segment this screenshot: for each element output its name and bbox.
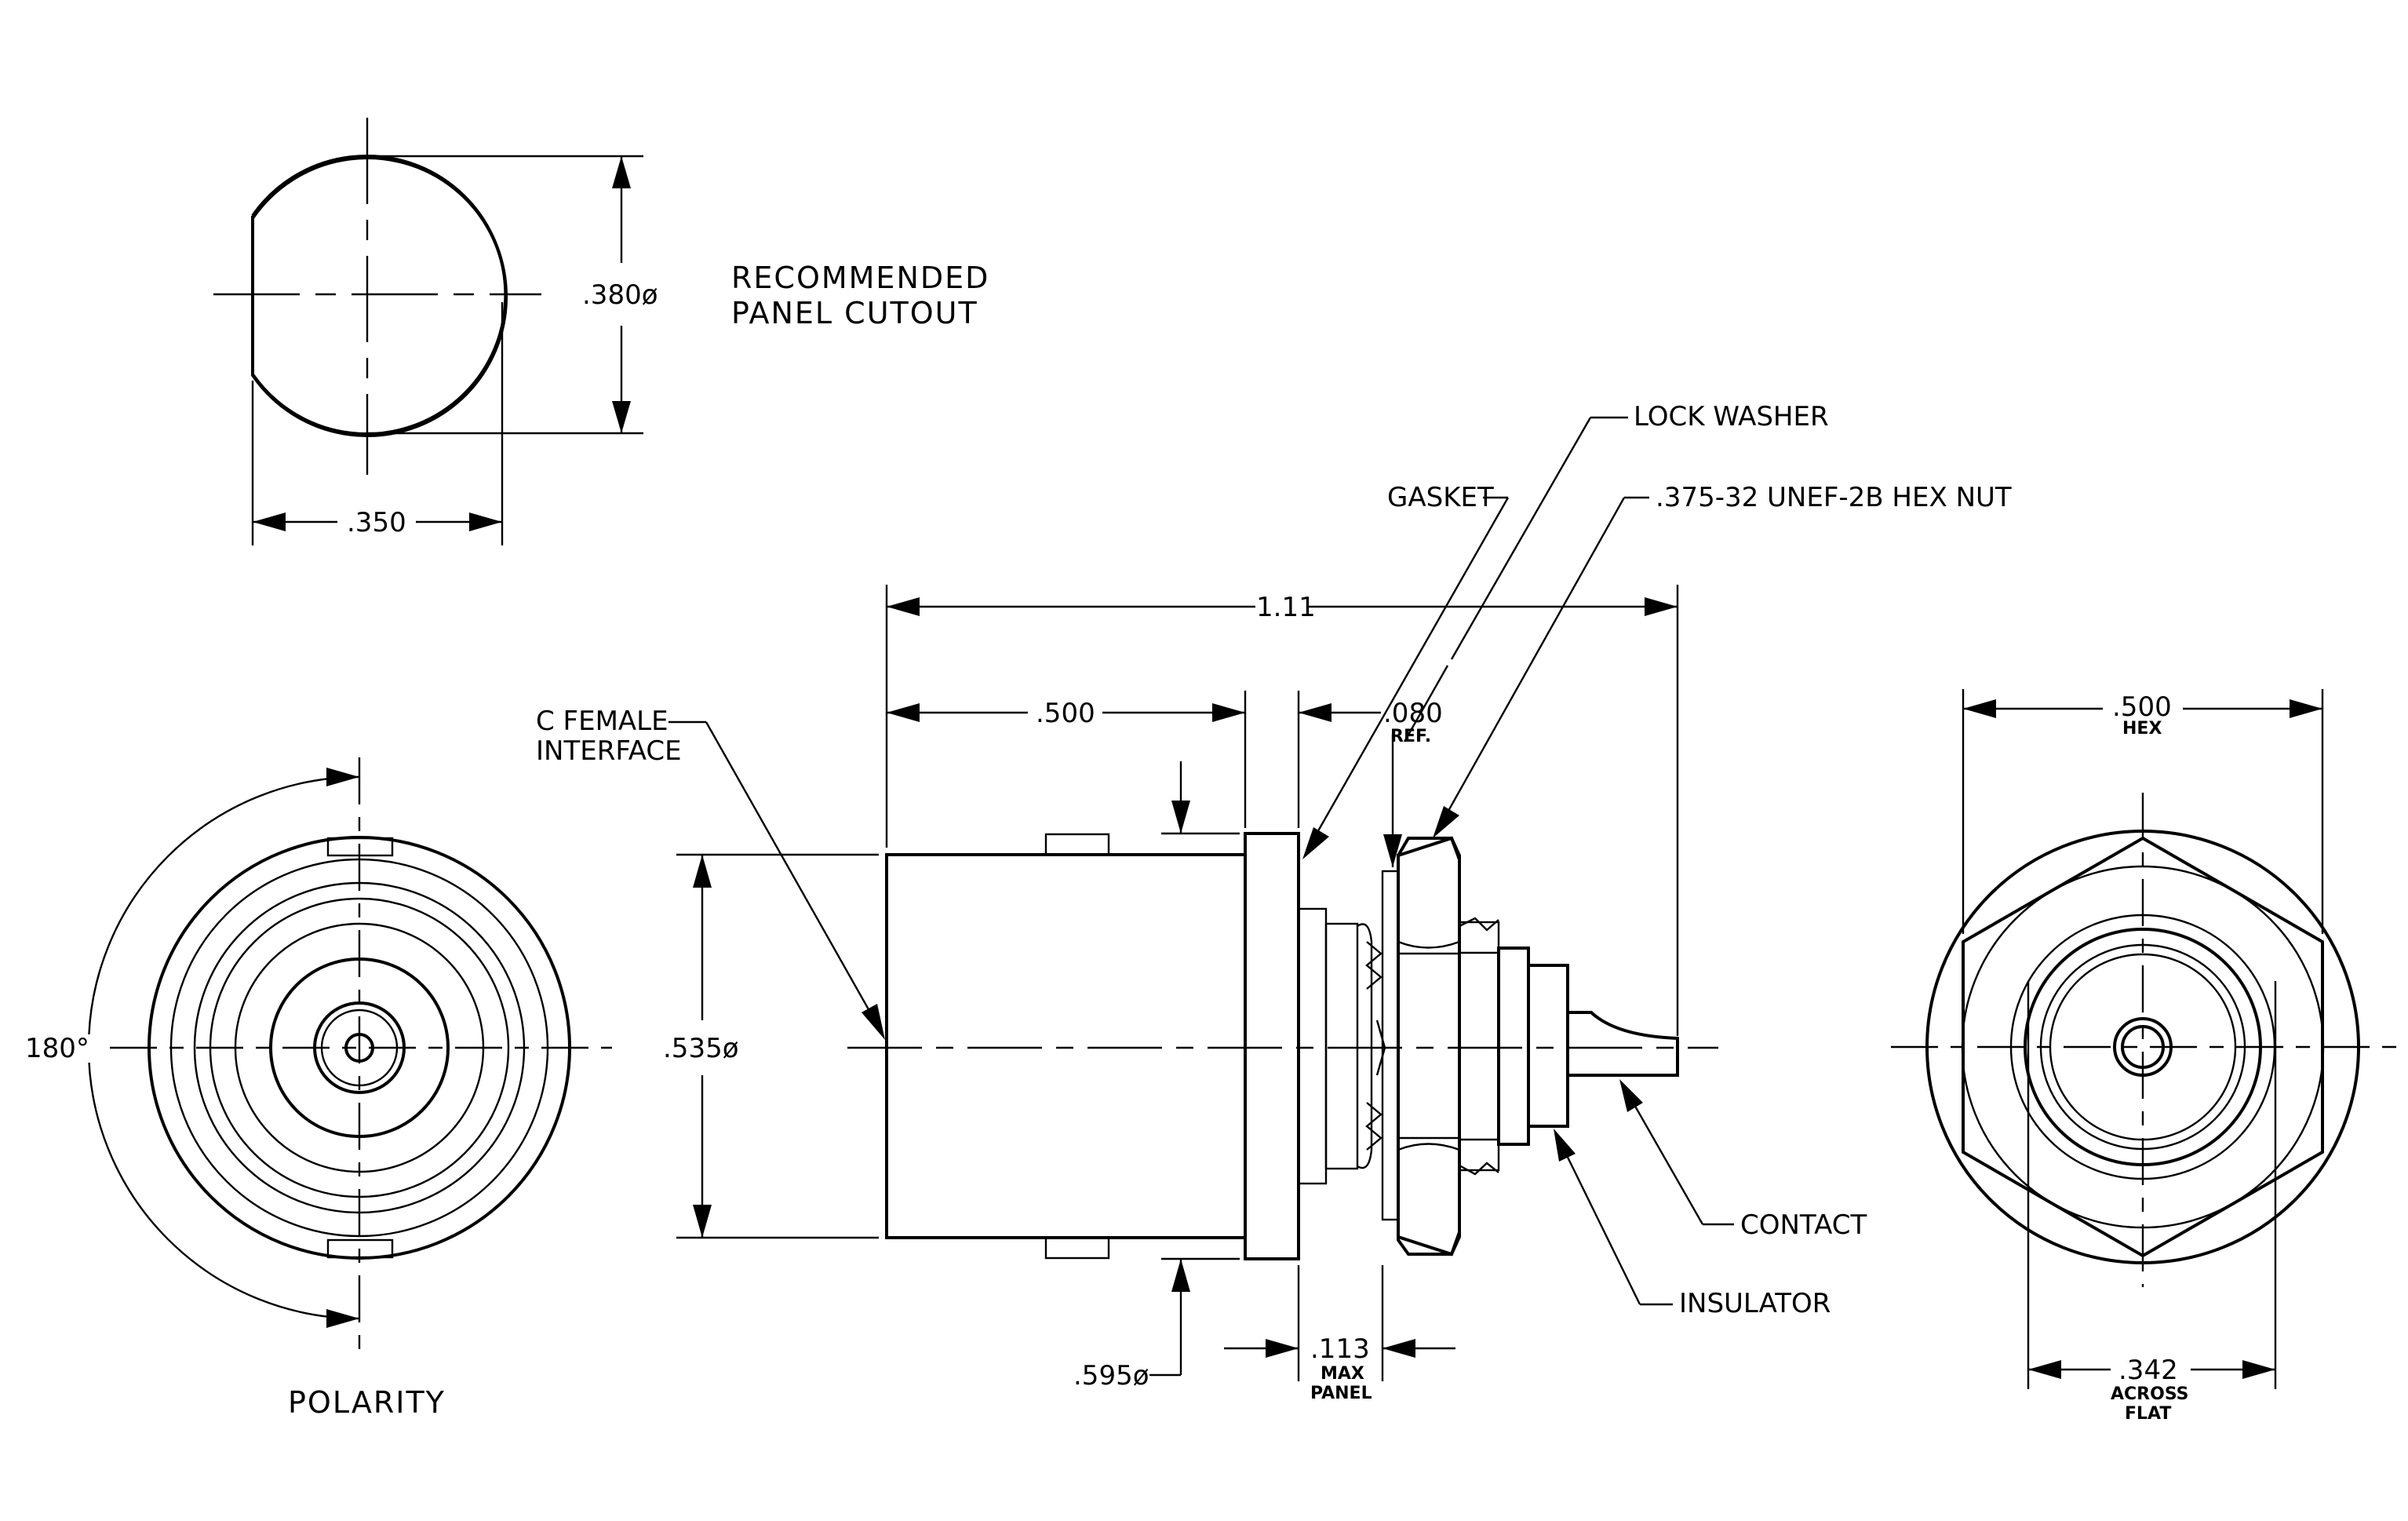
cutout-title-line1: RECOMMENDED bbox=[731, 261, 989, 295]
body-dia-label: .535ø bbox=[663, 1033, 739, 1064]
gasket-label: GASKET bbox=[1387, 482, 1494, 513]
polarity-angle-label: 180° bbox=[25, 1033, 89, 1064]
insulator-label: INSULATOR bbox=[1679, 1288, 1831, 1319]
contact-label: CONTACT bbox=[1740, 1209, 1867, 1241]
hex-nut-label: .375-32 UNEF-2B HEX NUT bbox=[1656, 482, 2012, 513]
cutout-flat-label: .350 bbox=[347, 507, 406, 538]
gasket-ref-label: .080 bbox=[1383, 698, 1443, 729]
flat-sub2: FLAT bbox=[2125, 1404, 2171, 1424]
rear-hex-view: .500 HEX .342 ACROSS FLAT bbox=[1891, 689, 2401, 1424]
front-length-label: .500 bbox=[1036, 698, 1095, 729]
side-view: 1.11 .500 .080 REF. .535ø .595ø bbox=[536, 401, 2012, 1403]
cutout-title-line2: PANEL CUTOUT bbox=[731, 296, 978, 330]
flange-dia-label: .595ø bbox=[1073, 1360, 1149, 1392]
lock-washer-label: LOCK WASHER bbox=[1634, 401, 1829, 432]
panel-cutout-view: .380ø .350 RECOMMENDED PANEL CUTOUT bbox=[213, 118, 989, 545]
panel-dim-label: .113 bbox=[1310, 1333, 1370, 1365]
polarity-view: 180° POLARITY bbox=[20, 757, 612, 1420]
interface-line2: INTERFACE bbox=[536, 735, 682, 767]
panel-sub1: MAX bbox=[1321, 1364, 1364, 1384]
flat-dim-label: .342 bbox=[2118, 1355, 2178, 1386]
hex-dim-label: .500 bbox=[2112, 691, 2172, 723]
polarity-title: POLARITY bbox=[288, 1385, 446, 1420]
flat-sub1: ACROSS bbox=[2111, 1384, 2189, 1404]
hex-sub-label: HEX bbox=[2122, 719, 2162, 739]
interface-line1: C FEMALE bbox=[536, 706, 668, 737]
panel-sub2: PANEL bbox=[1310, 1384, 1372, 1403]
overall-length-label: 1.11 bbox=[1256, 592, 1316, 623]
cutout-dia-label: .380ø bbox=[582, 279, 658, 311]
